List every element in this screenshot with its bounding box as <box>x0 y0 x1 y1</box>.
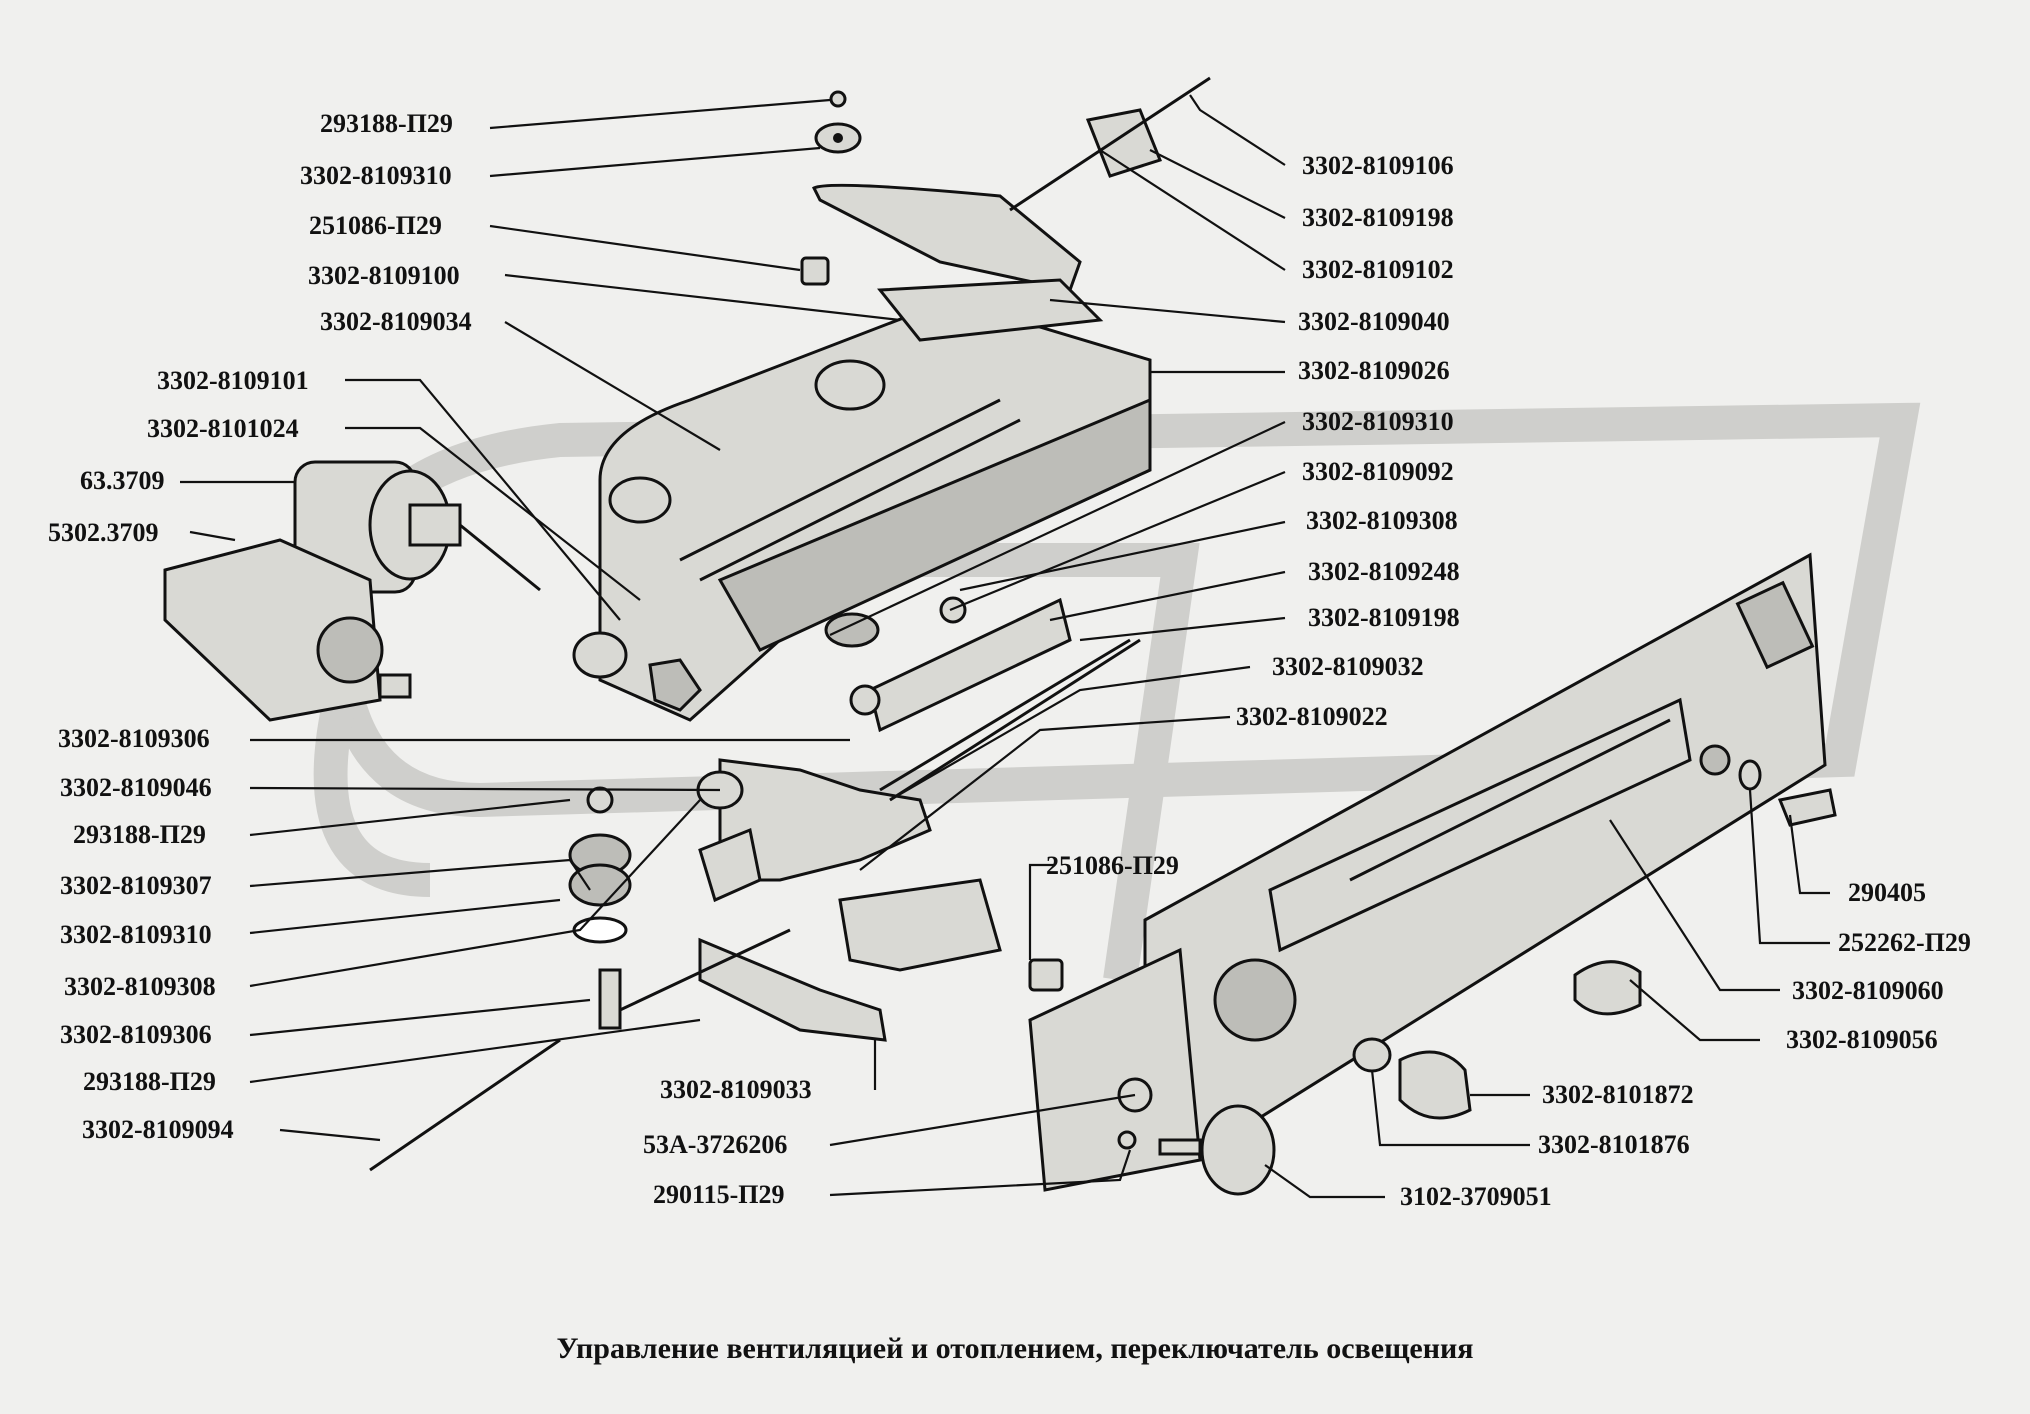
label-right-10: 3302-8109198 <box>1308 603 1460 632</box>
label-right-9: 3302-8109248 <box>1308 557 1460 586</box>
diagram-caption: Управление вентиляцией и отоплением, пер… <box>556 1332 1474 1365</box>
label-left-9: 5302.3709 <box>48 518 159 547</box>
label-left-8: 63.3709 <box>80 466 165 495</box>
label-right-12: 3302-8109022 <box>1236 702 1388 731</box>
label-br-4: 3302-8109056 <box>1786 1025 1938 1054</box>
label-right-6: 3302-8109310 <box>1302 407 1454 436</box>
label-left-17: 293188-П29 <box>83 1067 216 1096</box>
label-mid-2: 3302-8109033 <box>660 1075 812 1104</box>
label-left-16: 3302-8109306 <box>60 1020 212 1049</box>
label-right-3: 3302-8109102 <box>1302 255 1454 284</box>
label-left-11: 3302-8109046 <box>60 773 212 802</box>
label-left-7: 3302-8101024 <box>147 414 299 443</box>
main-control-housing <box>572 278 1152 722</box>
label-right-7: 3302-8109092 <box>1302 457 1454 486</box>
label-right-11: 3302-8109032 <box>1272 652 1424 681</box>
label-mid-1: 251086-П29 <box>1046 851 1179 880</box>
leader-lines <box>180 94 1830 1199</box>
loose-parts <box>1117 759 1837 1196</box>
label-br-1: 290405 <box>1848 878 1926 907</box>
label-left-15: 3302-8109308 <box>64 972 216 1001</box>
label-left-4: 3302-8109100 <box>308 261 460 290</box>
label-left-2: 3302-8109310 <box>300 161 452 190</box>
light-switch <box>163 460 541 722</box>
label-mid-3: 53А-3726206 <box>643 1130 788 1159</box>
label-left-12: 293188-П29 <box>73 820 206 849</box>
top-lever-assembly <box>800 76 1211 292</box>
label-left-6: 3302-8109101 <box>157 366 309 395</box>
lever-group <box>369 596 1141 1172</box>
label-br-6: 3302-8101876 <box>1538 1130 1690 1159</box>
label-right-1: 3302-8109106 <box>1302 151 1454 180</box>
label-left-3: 251086-П29 <box>309 211 442 240</box>
front-panel <box>1028 552 1827 1192</box>
label-br-5: 3302-8101872 <box>1542 1080 1694 1109</box>
label-br-2: 252262-П29 <box>1838 928 1971 957</box>
label-br-3: 3302-8109060 <box>1792 976 1944 1005</box>
label-left-14: 3302-8109310 <box>60 920 212 949</box>
label-right-8: 3302-8109308 <box>1306 506 1458 535</box>
label-left-10: 3302-8109306 <box>58 724 210 753</box>
label-left-13: 3302-8109307 <box>60 871 212 900</box>
label-left-18: 3302-8109094 <box>82 1115 234 1144</box>
label-mid-4: 290115-П29 <box>653 1180 785 1209</box>
label-right-2: 3302-8109198 <box>1302 203 1454 232</box>
label-right-4: 3302-8109040 <box>1298 307 1450 336</box>
label-left-1: 293188-П29 <box>320 109 453 138</box>
label-left-5: 3302-8109034 <box>320 307 472 336</box>
label-br-7: 3102-3709051 <box>1400 1182 1552 1211</box>
label-right-5: 3302-8109026 <box>1298 356 1450 385</box>
